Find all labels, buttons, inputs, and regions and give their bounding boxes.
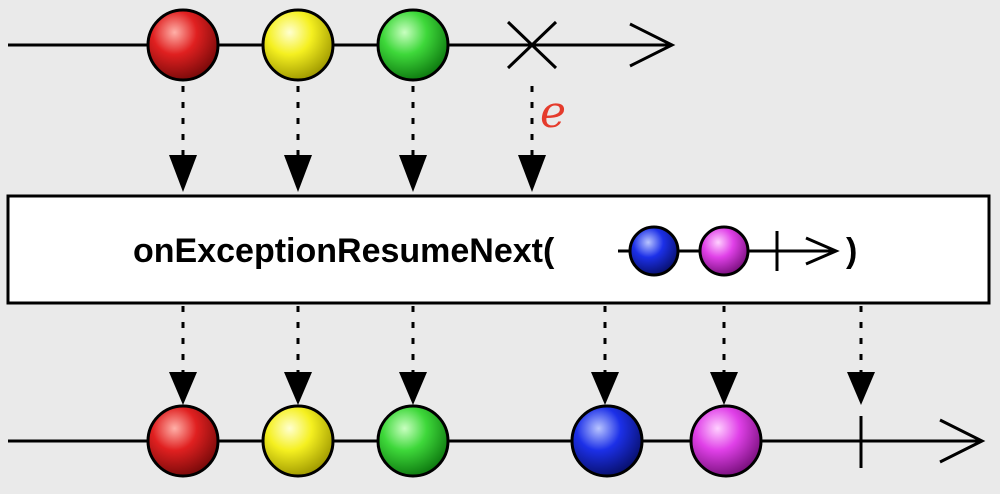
input-arrowhead [399, 155, 427, 192]
source-error-x-icon [506, 20, 558, 70]
input-arrowheads [169, 155, 546, 192]
output-timeline [8, 404, 986, 478]
source-red-marble [146, 8, 220, 82]
operator-close-paren: ) [846, 232, 857, 270]
output-arrowhead [399, 372, 427, 405]
output-blue-marble [570, 404, 644, 478]
source-green-marble [376, 8, 450, 82]
output-red-marble [146, 404, 220, 478]
output-yellow-marble [261, 404, 335, 478]
source-timeline [8, 8, 676, 82]
source-yellow-marble [261, 8, 335, 82]
resume-magenta-marble [698, 225, 750, 277]
output-arrowhead [591, 372, 619, 405]
output-magenta-marble [689, 404, 763, 478]
output-arrowhead [169, 372, 197, 405]
resume-sequence [618, 225, 840, 277]
output-arrows [181, 306, 863, 372]
input-arrows [181, 86, 534, 155]
output-arrowhead [284, 372, 312, 405]
output-arrowheads [169, 372, 875, 405]
error-label: e [540, 87, 566, 138]
input-arrowhead [518, 155, 546, 192]
resume-timeline-arrowhead [805, 236, 840, 266]
output-timeline-arrowhead [939, 418, 986, 464]
source-timeline-arrowhead [629, 22, 676, 68]
input-arrowhead [284, 155, 312, 192]
input-arrowhead [169, 155, 197, 192]
resume-blue-marble [628, 225, 680, 277]
output-green-marble [376, 404, 450, 478]
output-arrowhead [847, 372, 875, 405]
operator-name: onExceptionResumeNext( [133, 232, 555, 270]
output-arrowhead [710, 372, 738, 405]
operator-box: onExceptionResumeNext( ) [6, 194, 991, 305]
